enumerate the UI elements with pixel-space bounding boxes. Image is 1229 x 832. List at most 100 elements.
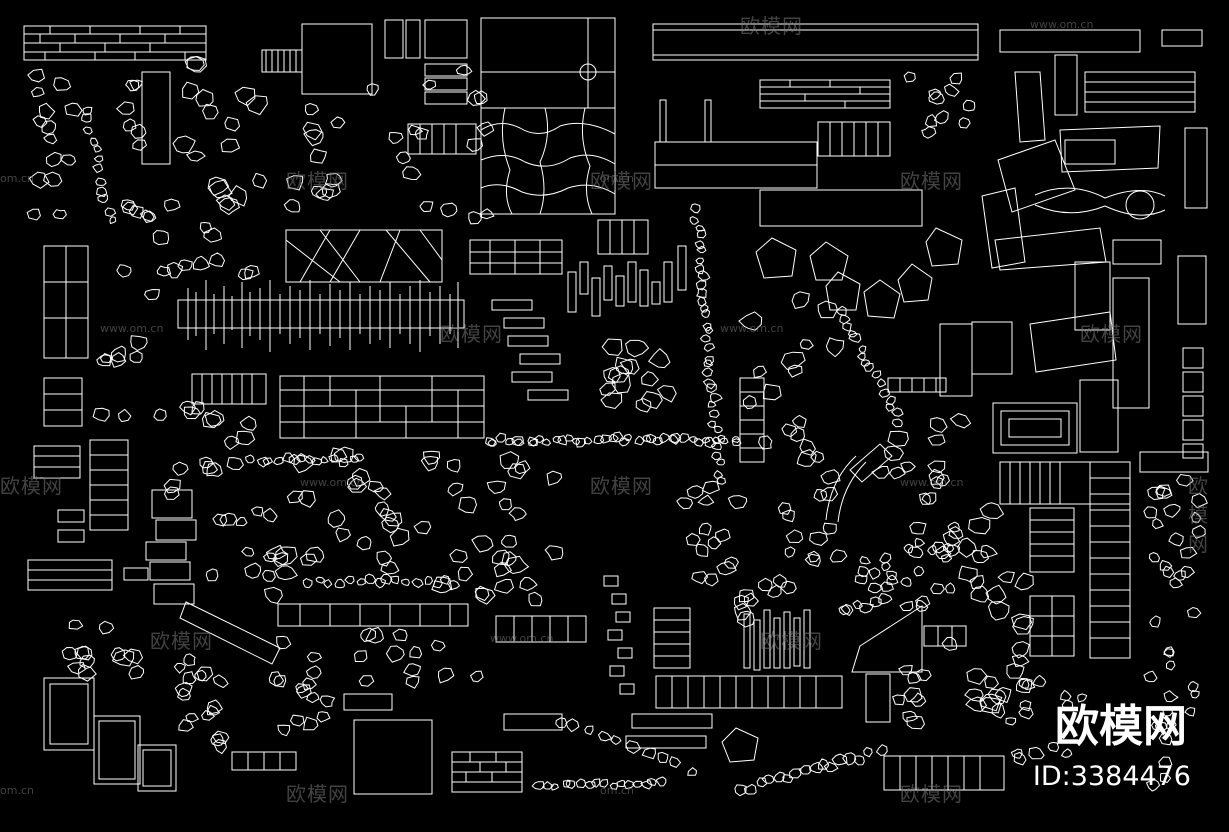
stepping-stone [27, 68, 46, 83]
stepping-stone [871, 466, 890, 479]
stepping-stone [262, 552, 278, 563]
stepping-stone [315, 188, 335, 201]
stepping-stone [697, 494, 715, 506]
stepping-stone [980, 544, 998, 559]
stepping-stone [635, 398, 652, 413]
stepping-stone [715, 528, 731, 543]
stepping-stone [772, 573, 788, 588]
stepping-stone [949, 72, 963, 85]
stepping-stone [914, 537, 926, 547]
stepping-stone [796, 449, 817, 467]
stepping-stone [440, 202, 458, 218]
stepping-stone [947, 521, 960, 533]
stepping-stone [575, 778, 587, 789]
stepping-stone [414, 127, 429, 140]
stepping-stone [927, 460, 946, 474]
stepping-stone [647, 348, 671, 369]
stepping-stone [274, 546, 298, 566]
slat-column-center [739, 377, 947, 463]
stepping-stone [346, 474, 363, 490]
stepping-stone [228, 185, 248, 207]
stepping-stone [392, 628, 408, 642]
stepping-stone [390, 575, 400, 585]
stepping-stone [402, 166, 422, 181]
stepping-stone [256, 456, 270, 468]
stepping-stone [321, 183, 341, 199]
stepping-stone [907, 546, 924, 559]
watermark-logo: 欧模网 [150, 629, 213, 653]
stepping-stone [130, 123, 147, 139]
stepping-stone [742, 394, 757, 410]
stepping-stone [1143, 506, 1158, 519]
stepping-stone [224, 116, 241, 132]
stepping-stone [365, 626, 384, 644]
stepping-stone [685, 532, 701, 547]
stepping-stone [458, 496, 478, 514]
stepping-stone [116, 264, 132, 278]
watermark-domain: www.om.cn [720, 322, 784, 335]
stepping-stone [191, 401, 205, 415]
stepping-stone [129, 350, 143, 363]
stepping-stone [557, 435, 568, 446]
watermark-logo: 欧模网 [1188, 474, 1209, 556]
stepping-stone [809, 531, 829, 546]
watermark-logo: 欧模网 [286, 782, 349, 806]
stepping-stone [286, 175, 303, 191]
stepping-stone [590, 778, 601, 788]
stepping-stone [457, 566, 474, 582]
stepping-stone [466, 89, 486, 106]
stepping-stone [903, 687, 923, 703]
brand-logo-text: 欧模网 [1055, 701, 1187, 752]
stepping-stone [734, 784, 747, 797]
stepping-stone [350, 455, 360, 463]
stepping-stone [68, 619, 84, 630]
stepping-stone [689, 216, 700, 225]
stepping-stone [903, 71, 916, 83]
watermark-domain: om.cn [600, 172, 634, 185]
stepping-stone [652, 436, 663, 446]
stepping-stone [110, 345, 126, 363]
stepping-stone [1187, 681, 1199, 693]
stepping-stone [252, 172, 268, 189]
stepping-stone [909, 521, 927, 535]
stepping-stone [201, 710, 216, 721]
stepping-stone [64, 102, 83, 117]
stepping-stone [424, 575, 434, 585]
stepping-stone [733, 602, 752, 621]
stepping-stone [202, 103, 219, 120]
slat-row-bottom-right [851, 605, 1005, 791]
stepping-stone [1015, 678, 1033, 694]
watermark-domain: om.cn [0, 172, 34, 185]
stepping-stone [241, 546, 255, 557]
stepping-stone [900, 577, 912, 587]
rect-grid-top-middle [384, 19, 477, 155]
stepping-stone [167, 261, 184, 279]
stepping-stone [709, 393, 723, 404]
watermark-logo: 欧模网 [590, 169, 653, 193]
stepping-stone [1162, 565, 1175, 579]
stepping-stone [565, 718, 580, 733]
stepping-stone [122, 648, 144, 665]
stepping-stone [422, 79, 437, 90]
stepping-stone [66, 661, 86, 675]
stepping-stone [1179, 546, 1198, 559]
stepping-stone [625, 339, 650, 358]
stepping-stone [437, 667, 455, 684]
stepping-stone [303, 129, 324, 147]
stepping-stone [448, 580, 461, 591]
stepping-stone [1152, 518, 1164, 530]
stepping-stone [95, 177, 107, 186]
stepping-stone [210, 733, 224, 747]
stepping-stone [731, 438, 742, 447]
stepping-stone [476, 121, 495, 137]
stepping-stone [360, 627, 377, 643]
stepping-stone [711, 451, 722, 461]
stepping-stone [703, 343, 716, 353]
stepping-stone [219, 197, 241, 216]
stepping-stone [927, 434, 946, 446]
stepping-stone [479, 208, 495, 220]
stepping-stone [182, 671, 197, 685]
stepping-stone [144, 288, 160, 301]
stepping-stone [695, 280, 707, 291]
stepping-stone [455, 64, 473, 76]
